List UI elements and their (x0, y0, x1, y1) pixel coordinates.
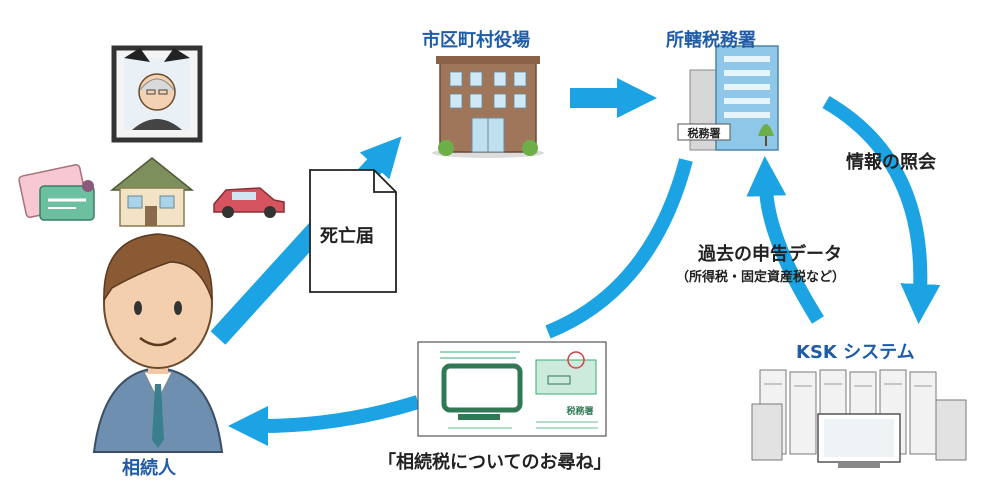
death-notice-document (309, 169, 397, 293)
ksk-system-label: KSK システム (796, 342, 915, 363)
arrow-taxoffice-to-ksk (822, 95, 941, 324)
car-icon (213, 187, 285, 218)
info-inquiry-label: 情報の照会 (846, 152, 936, 173)
past-return-data-label: 過去の申告データ (698, 244, 842, 265)
inquiry-letter-envelope: 税務署 (417, 341, 607, 437)
tax-office-label: 所轄税務署 (666, 30, 756, 51)
heir-label: 相続人 (122, 458, 176, 479)
municipal-office-label: 市区町村役場 (422, 30, 530, 51)
inquiry-letter-label: 「相続税についてのお尋ね」 (378, 452, 612, 473)
arrow-ksk-to-taxoffice (746, 156, 824, 324)
arrow-taxoffice-to-letter (545, 158, 693, 339)
deceased-portrait (111, 45, 203, 143)
past-return-data-note: （所得税・固定資産税など） (676, 270, 846, 285)
bankbook-icon (18, 164, 95, 221)
heir-person-icon (92, 233, 224, 453)
tax-office-sign: 税務署 (688, 126, 721, 140)
ksk-servers-icon (751, 369, 967, 468)
tax-office-building: 税務署 (677, 45, 779, 151)
house-icon (109, 157, 195, 227)
death-notice-label: 死亡届 (320, 226, 374, 247)
envelope-sign: 税務署 (566, 405, 593, 417)
arrow-letter-to-heir (228, 395, 421, 446)
municipal-office-building (432, 56, 544, 158)
